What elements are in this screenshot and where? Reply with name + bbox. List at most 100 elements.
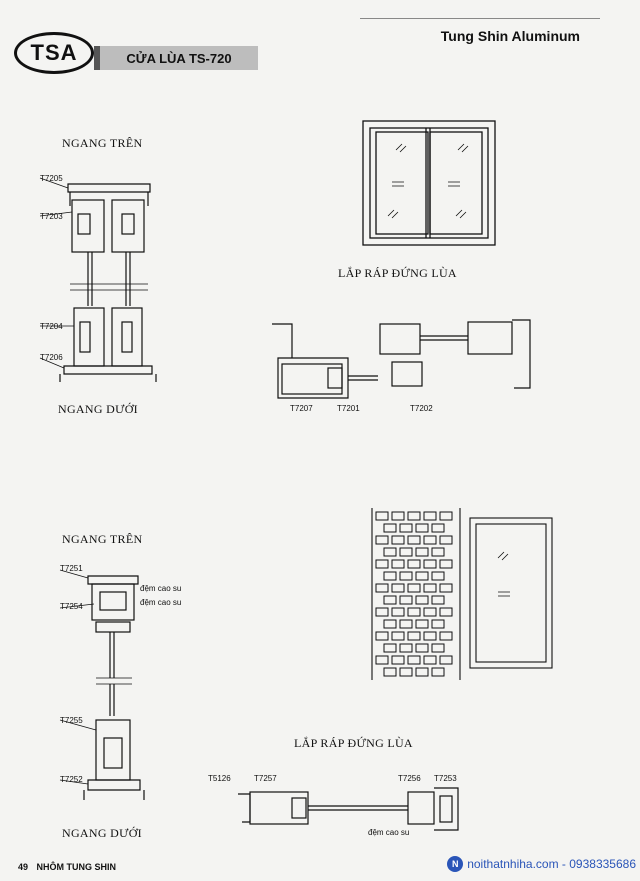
brick	[391, 511, 405, 521]
brick	[383, 595, 397, 605]
code-label: T7257	[254, 774, 277, 783]
brick	[423, 511, 437, 521]
brick	[383, 571, 397, 581]
brick	[431, 547, 445, 557]
brick	[407, 583, 421, 593]
brick	[383, 643, 397, 653]
brick	[415, 619, 429, 629]
watermark-logo-icon: N	[447, 856, 464, 872]
brick	[439, 559, 453, 569]
brick	[383, 523, 397, 533]
brick	[407, 535, 421, 545]
brick	[375, 559, 389, 569]
s2-horizontal-assembly	[238, 787, 459, 831]
brick	[439, 655, 453, 665]
code-label: T7255	[60, 716, 83, 725]
s2-top-label: NGANG TRÊN	[62, 532, 143, 546]
code-label: T7256	[398, 774, 421, 783]
s2-assembly-label: LẮP RÁP ĐỨNG LÙA	[294, 736, 413, 750]
page-number: 49	[18, 862, 29, 872]
s1-window-elevation	[362, 120, 496, 246]
page-footer: 49 NHÔM TUNG SHIN	[18, 862, 116, 872]
brick	[399, 571, 413, 581]
code-label: T7206	[40, 353, 63, 362]
brick	[391, 535, 405, 545]
code-label: T7253	[434, 774, 457, 783]
brick	[375, 655, 389, 665]
gasket-note: đệm cao su	[368, 828, 410, 837]
brick	[391, 583, 405, 593]
brick	[423, 631, 437, 641]
brick	[375, 583, 389, 593]
brick	[439, 583, 453, 593]
code-label: T7201	[337, 404, 360, 413]
brick	[391, 631, 405, 641]
code-label: T7207	[290, 404, 313, 413]
brick	[423, 535, 437, 545]
brick	[391, 607, 405, 617]
code-label: T7251	[60, 564, 83, 573]
brick	[383, 619, 397, 629]
brick	[439, 607, 453, 617]
gasket-note: đệm cao su	[140, 584, 182, 593]
brick	[431, 571, 445, 581]
code-label: T7252	[60, 775, 83, 784]
brick	[391, 655, 405, 665]
s1-bottom-label: NGANG DƯỚI	[58, 402, 138, 416]
brick	[415, 523, 429, 533]
brick	[399, 643, 413, 653]
code-label: T7204	[40, 322, 63, 331]
s1-assembly-label: LẮP RÁP ĐỨNG LÙA	[338, 266, 457, 280]
brick	[439, 511, 453, 521]
brand-name: Tung Shin Aluminum	[440, 28, 580, 44]
s2-bottom-label: NGANG DƯỚI	[62, 826, 142, 840]
brick	[423, 607, 437, 617]
gasket-note: đệm cao su	[140, 598, 182, 607]
brick	[383, 547, 397, 557]
brick	[431, 619, 445, 629]
brick	[423, 559, 437, 569]
brick	[399, 523, 413, 533]
s2-vertical-profile	[59, 569, 145, 800]
brick	[423, 655, 437, 665]
brick	[415, 595, 429, 605]
tsa-logo: TSA	[14, 32, 94, 74]
s2-wall-elevation	[371, 508, 553, 680]
watermark: N noithatnhiha.com - 0938335686	[447, 856, 636, 872]
page-title: CỬA LÙA TS-720	[94, 46, 258, 70]
brick	[431, 643, 445, 653]
brick	[407, 631, 421, 641]
code-label: T7205	[40, 174, 63, 183]
brick	[399, 547, 413, 557]
brick	[407, 511, 421, 521]
brick	[375, 607, 389, 617]
brick	[439, 631, 453, 641]
code-label: T5126	[208, 774, 231, 783]
brick	[415, 571, 429, 581]
brick	[399, 619, 413, 629]
brick	[423, 583, 437, 593]
s1-vertical-profile	[39, 177, 157, 382]
brick	[391, 559, 405, 569]
brick	[375, 535, 389, 545]
brick	[383, 667, 397, 677]
brick	[375, 631, 389, 641]
brick	[407, 655, 421, 665]
footer-text: NHÔM TUNG SHIN	[36, 862, 117, 872]
code-label: T7203	[40, 212, 63, 221]
brick	[431, 523, 445, 533]
brick	[439, 535, 453, 545]
brick	[399, 595, 413, 605]
brick	[375, 511, 389, 521]
code-label: T7202	[410, 404, 433, 413]
brick	[431, 595, 445, 605]
s1-top-label: NGANG TRÊN	[62, 136, 143, 150]
brick	[415, 643, 429, 653]
watermark-text: noithatnhiha.com - 0938335686	[467, 857, 636, 871]
brick	[399, 667, 413, 677]
brick	[407, 607, 421, 617]
brick	[431, 667, 445, 677]
brick	[415, 547, 429, 557]
header-rule	[360, 18, 600, 19]
brick	[407, 559, 421, 569]
